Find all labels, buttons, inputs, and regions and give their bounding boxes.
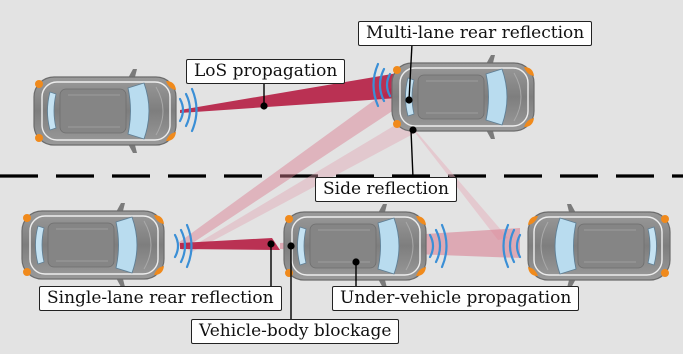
multi-lane-rear-reflection-label: Multi-lane rear reflection [358, 21, 593, 46]
car-icon [283, 203, 427, 289]
car-icon [33, 68, 177, 154]
under-vehicle-propagation-label: Under-vehicle propagation [332, 286, 580, 311]
vehicle-body-blockage-label: Vehicle-body blockage [191, 319, 400, 344]
car-icon [527, 203, 671, 289]
car-icon [391, 54, 535, 140]
beam-side [188, 118, 415, 253]
side-reflection-label: Side reflection [315, 177, 457, 202]
leader-lines [263, 43, 414, 320]
car-icon [21, 202, 165, 288]
beam-multi-lane [178, 83, 412, 250]
leader-dots [260, 96, 417, 266]
single-lane-rear-reflection-label: Single-lane rear reflection [39, 286, 282, 311]
beam-side-rear [410, 126, 508, 240]
los-propagation-label: LoS propagation [186, 59, 346, 84]
beam-single-lane [180, 238, 280, 250]
